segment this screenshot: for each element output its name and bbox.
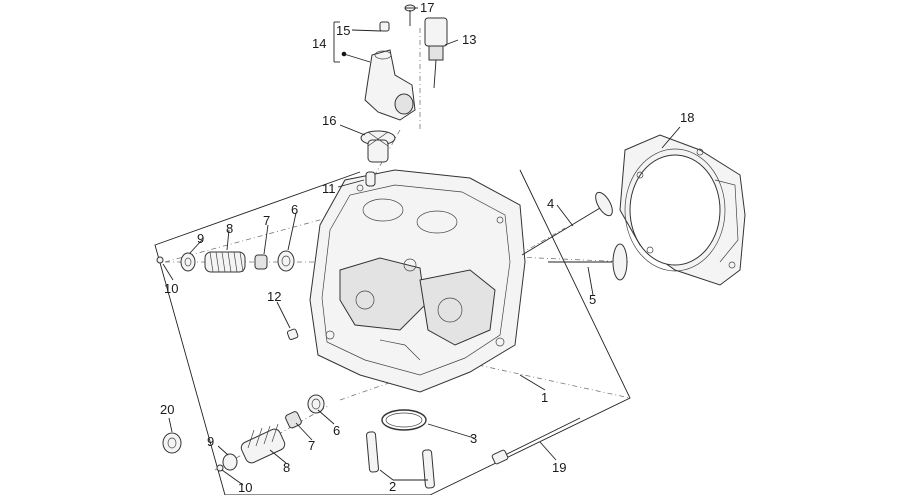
callout-8-lower: 8 <box>283 460 290 475</box>
assembly-frame <box>154 169 631 495</box>
callout-17: 17 <box>420 0 434 15</box>
callout-15: 15 <box>336 23 350 38</box>
head-bolt[interactable] <box>491 417 581 465</box>
callout-7-upper: 7 <box>263 213 270 228</box>
callout-18: 18 <box>680 110 694 125</box>
callout-12: 12 <box>267 289 281 304</box>
cylinder-head[interactable] <box>309 169 526 393</box>
leader-lines <box>162 7 681 486</box>
callout-9-lower: 9 <box>207 434 214 449</box>
intake-valve[interactable] <box>548 243 628 281</box>
bleed-plug[interactable] <box>379 21 390 32</box>
temperature-sensor[interactable] <box>424 17 448 89</box>
centering-dowels[interactable] <box>366 431 435 489</box>
callout-2: 2 <box>389 479 396 494</box>
callout-9-upper: 9 <box>197 231 204 246</box>
callout-1: 1 <box>541 390 548 405</box>
callout-19: 19 <box>552 460 566 475</box>
thermostat-housing[interactable] <box>364 49 416 121</box>
callout-10-lower: 10 <box>238 480 252 495</box>
callout-11: 11 <box>322 181 336 196</box>
exhaust-valve[interactable] <box>521 190 616 256</box>
head-gasket[interactable] <box>619 134 746 286</box>
callout-6-lower: 6 <box>333 423 340 438</box>
o-ring[interactable] <box>381 409 427 431</box>
callout-13: 13 <box>462 32 476 47</box>
callout-14: 14 <box>312 36 326 51</box>
callout-8-upper: 8 <box>226 221 233 236</box>
callout-5: 5 <box>589 292 596 307</box>
dowel-pin-12[interactable] <box>286 328 299 341</box>
callout-6-upper: 6 <box>291 202 298 217</box>
callout-4: 4 <box>547 196 554 211</box>
callout-16: 16 <box>322 113 336 128</box>
callout-10-upper: 10 <box>164 281 178 296</box>
cap-nut[interactable] <box>162 432 182 454</box>
dowel-pin-11[interactable] <box>365 171 376 187</box>
callout-20: 20 <box>160 402 174 417</box>
thermostat[interactable] <box>360 130 396 163</box>
upper-valve-spring-group[interactable] <box>156 250 295 273</box>
callout-7-lower: 7 <box>308 438 315 453</box>
callout-labels: 1 2 3 4 5 6 6 7 7 8 8 9 9 10 10 11 12 13… <box>160 0 694 495</box>
callout-3: 3 <box>470 431 477 446</box>
lower-valve-spring-group[interactable] <box>216 394 325 472</box>
